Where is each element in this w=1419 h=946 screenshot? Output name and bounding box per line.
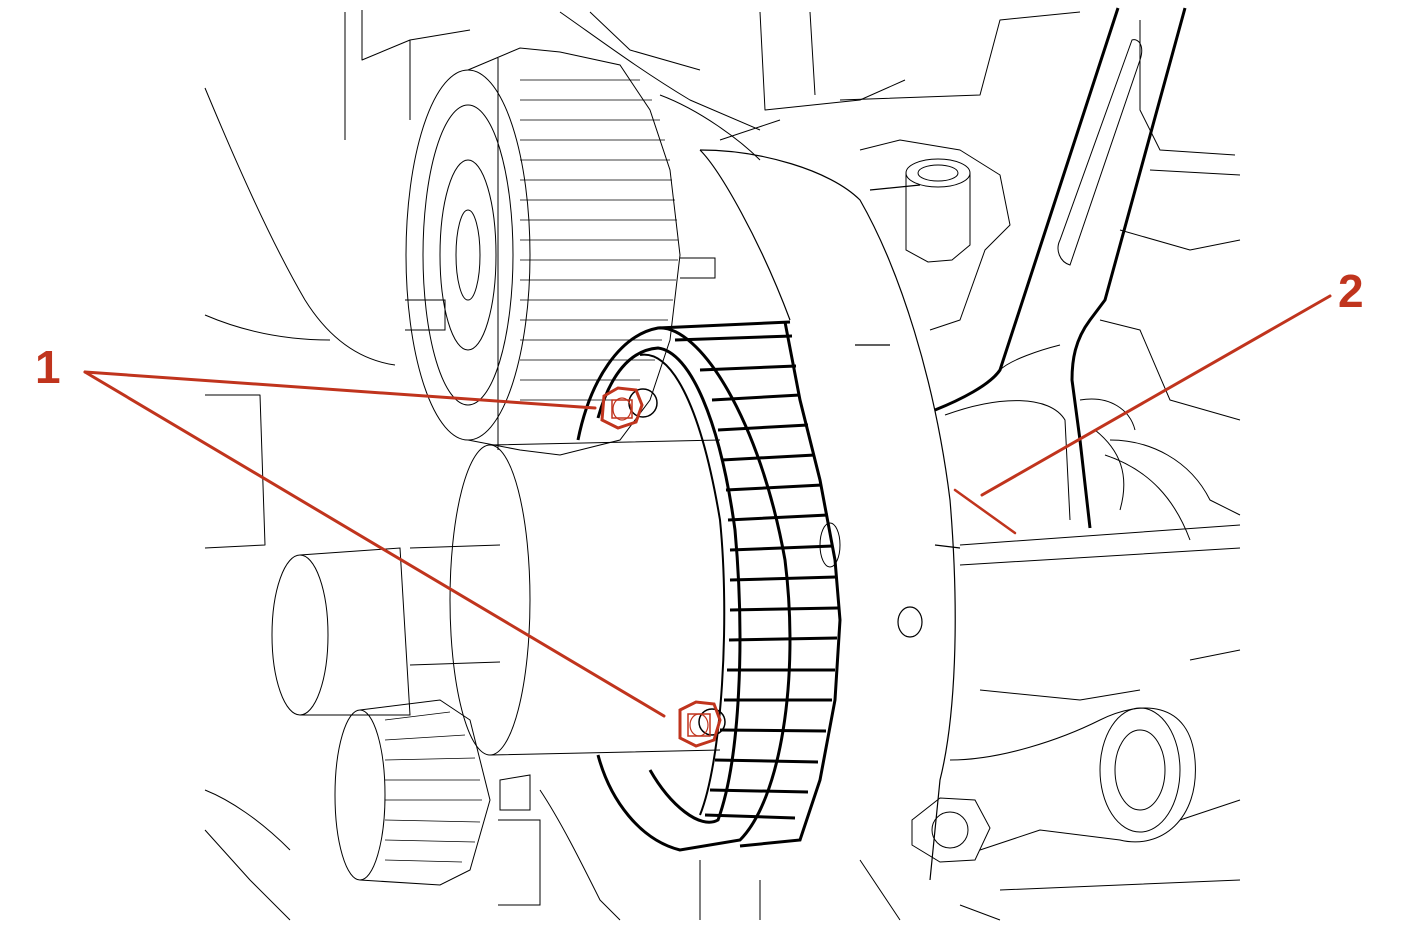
wrench: [934, 7, 1191, 541]
leader-1-upper: [83, 370, 597, 410]
leader-2: [980, 294, 1332, 497]
highlighted-bolts: [600, 386, 722, 748]
leader-1-lower: [83, 370, 666, 718]
camshaft-pulley: [405, 47, 716, 456]
bolt-lower: [678, 700, 722, 748]
callout-leaders: [83, 294, 1332, 718]
callout-label-2: 2: [1338, 265, 1364, 317]
crankshaft-holding-tool: [699, 149, 961, 881]
crankshaft-hub: [271, 439, 841, 756]
idler-pulley: [334, 699, 541, 906]
bolt-upper: [600, 386, 644, 430]
callout-label-1: 1: [35, 341, 61, 393]
mounting-bolt: [911, 707, 1181, 863]
leader-2-tip: [953, 488, 1017, 535]
stud-boss: [905, 158, 971, 263]
engine-block-outline: [204, 10, 1241, 921]
crankshaft-sprocket: [576, 320, 842, 852]
